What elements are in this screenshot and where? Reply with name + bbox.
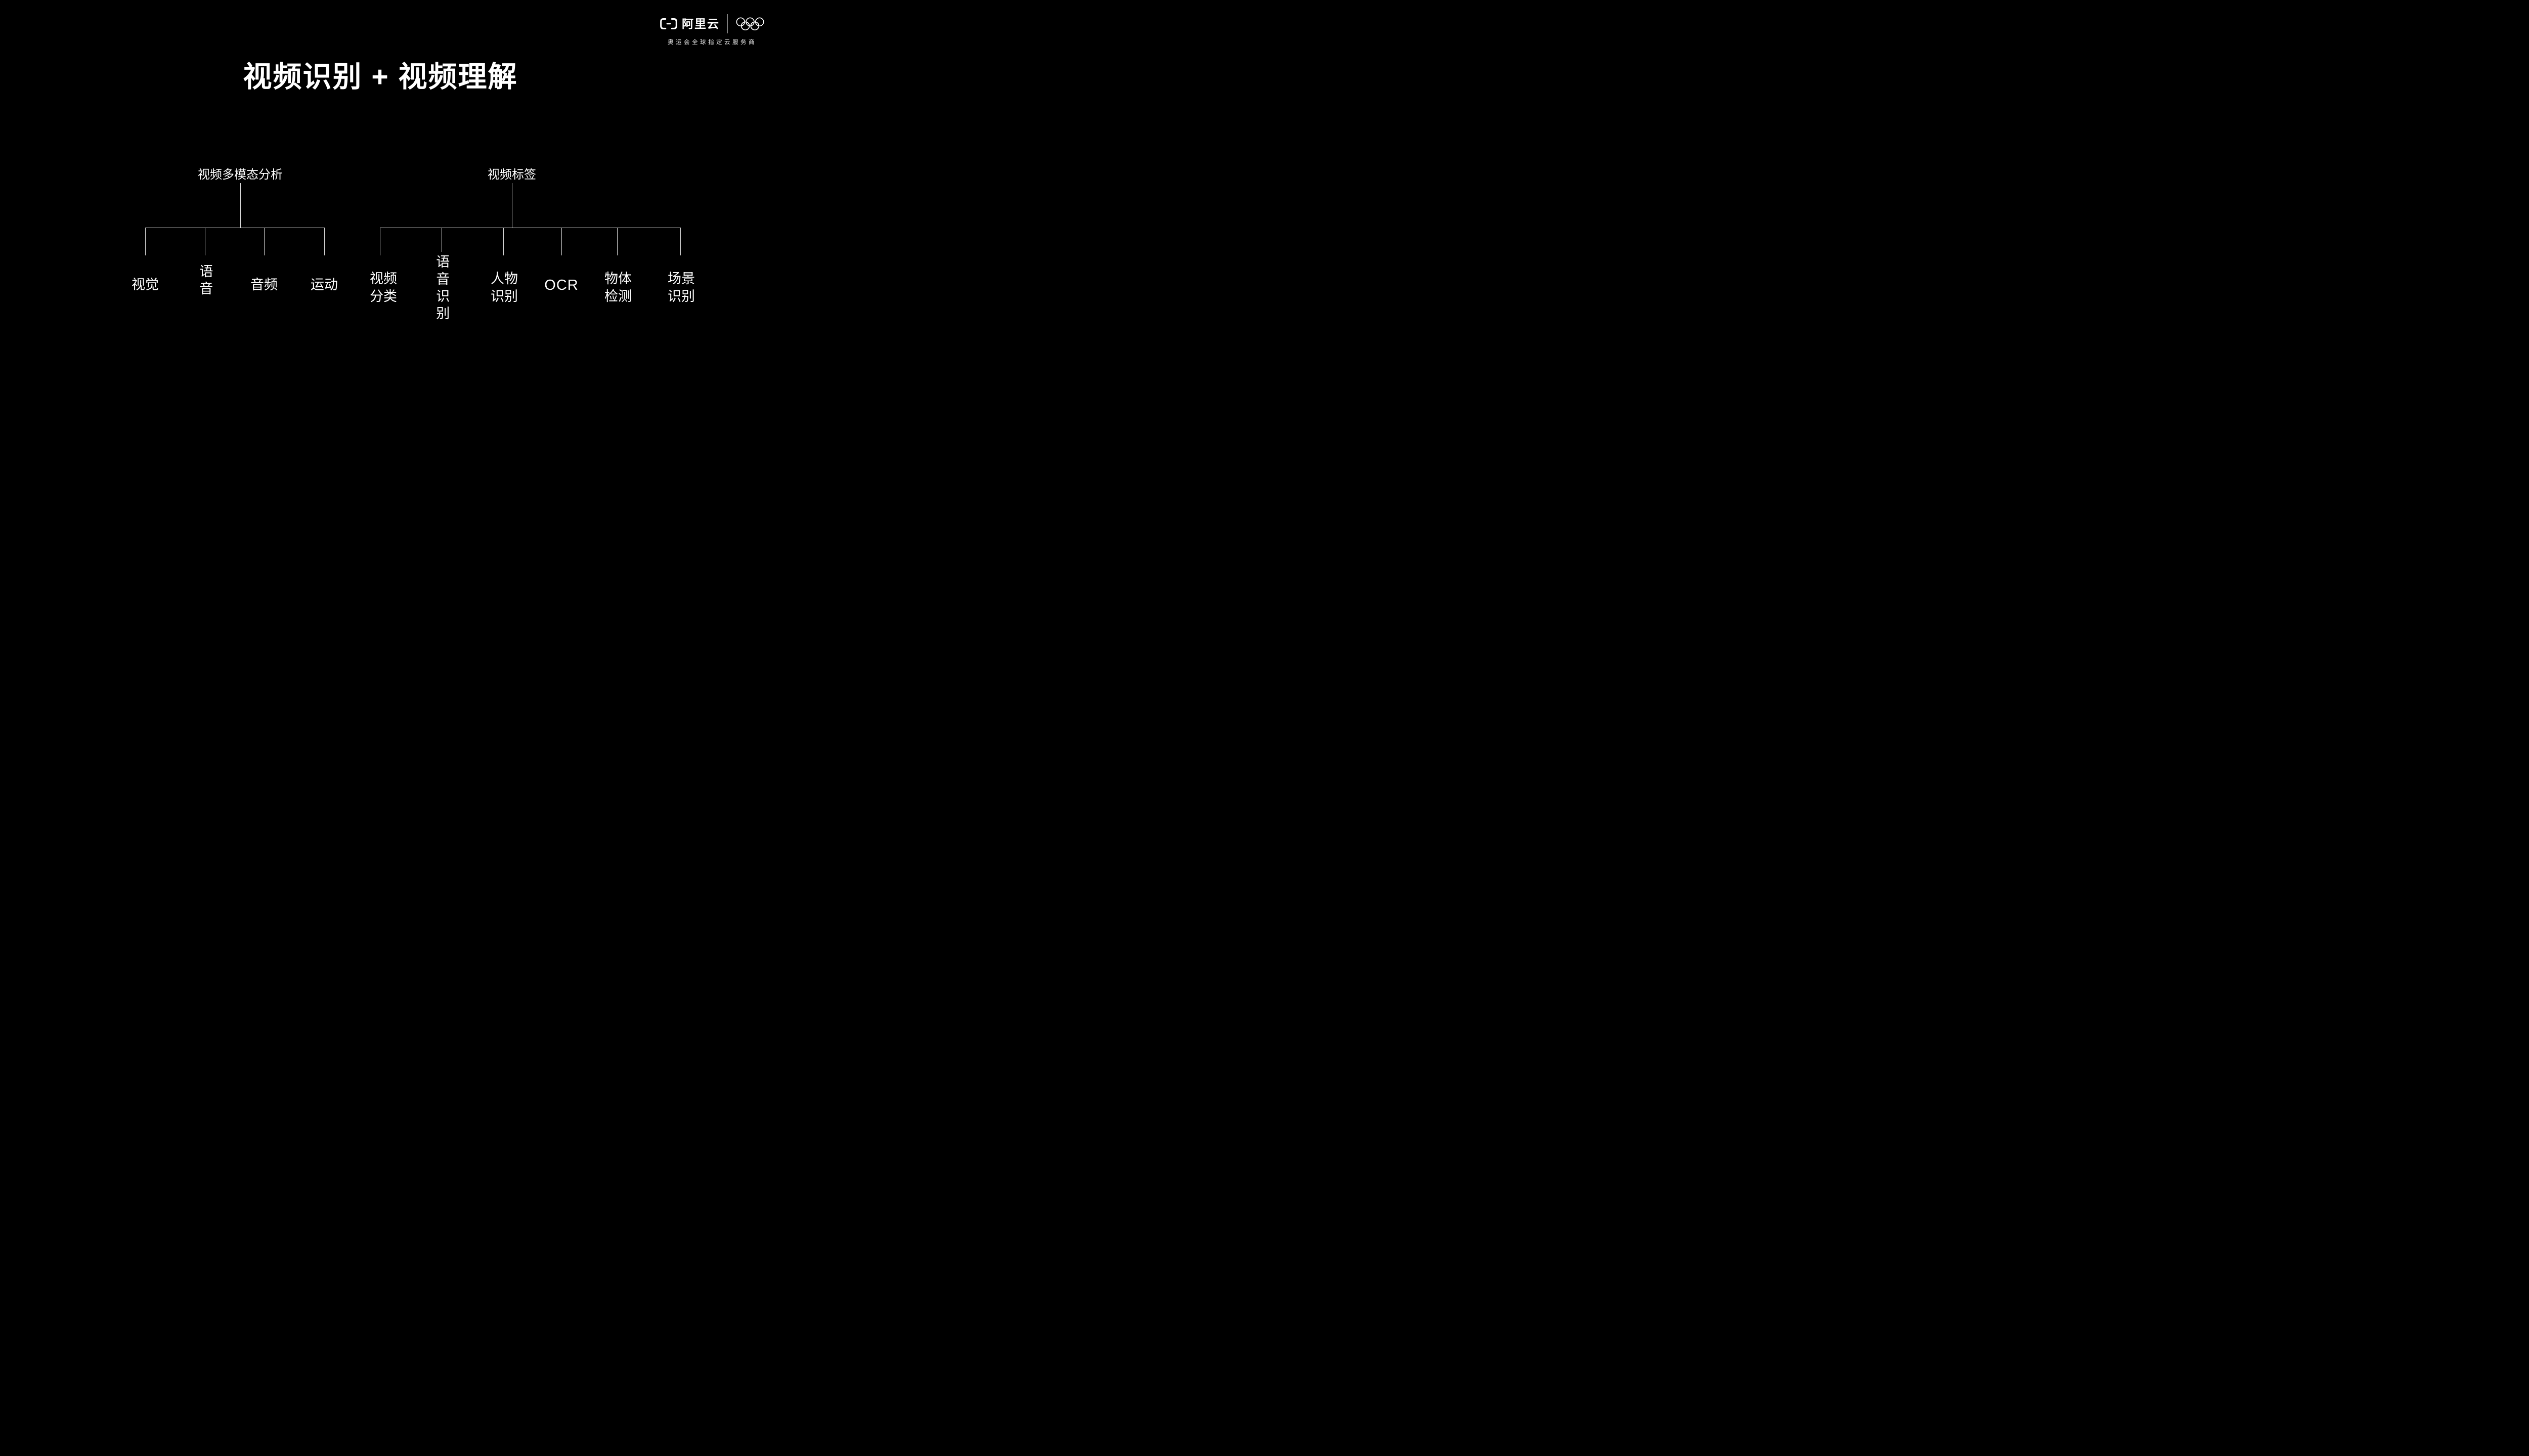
- tree-leaf-motion: 运动: [311, 277, 338, 292]
- alibaba-cloud-bracket-icon: [660, 18, 678, 30]
- connector-stub: [561, 228, 562, 255]
- tree-leaf-visual: 视觉: [132, 277, 159, 292]
- connector-stub: [617, 228, 618, 255]
- connector-stub: [324, 228, 325, 255]
- tree-root-label: 视频多模态分析: [198, 168, 283, 182]
- connector-stub: [264, 228, 265, 255]
- tree-leaf-ocr: OCR: [544, 277, 579, 293]
- brand-name: 阿里云: [682, 17, 720, 30]
- tree-leaf-video-classification: 视频分类: [370, 271, 397, 304]
- presentation-slide: 阿里云 奥运会全球指定云服务商 视频识别 + 视频理解 视频多模态分析: [0, 0, 793, 446]
- tree-leaf-speech-recognition: 语音识别: [434, 254, 450, 323]
- connector-root-stem: [240, 183, 241, 228]
- connector-stub: [680, 228, 681, 255]
- connector-stub: [145, 228, 146, 255]
- tree-leaf-object-detection: 物体检测: [604, 271, 632, 304]
- logo-row: 阿里云: [660, 14, 765, 33]
- tree-leaf-person-recognition: 人物识别: [491, 271, 518, 304]
- olympic-rings-icon: [735, 17, 765, 31]
- tree-root-label: 视频标签: [488, 168, 536, 182]
- tree-leaf-audio: 音频: [250, 277, 278, 292]
- slide-title: 视频识别 + 视频理解: [243, 61, 518, 93]
- connector-stub: [503, 228, 504, 255]
- brand-area: 阿里云 奥运会全球指定云服务商: [660, 14, 765, 46]
- tree-leaf-speech: 语音: [197, 264, 213, 298]
- tree-leaf-scene-recognition: 场景识别: [668, 271, 695, 304]
- brand-tagline: 奥运会全球指定云服务商: [668, 39, 757, 46]
- logo-divider: [727, 14, 728, 33]
